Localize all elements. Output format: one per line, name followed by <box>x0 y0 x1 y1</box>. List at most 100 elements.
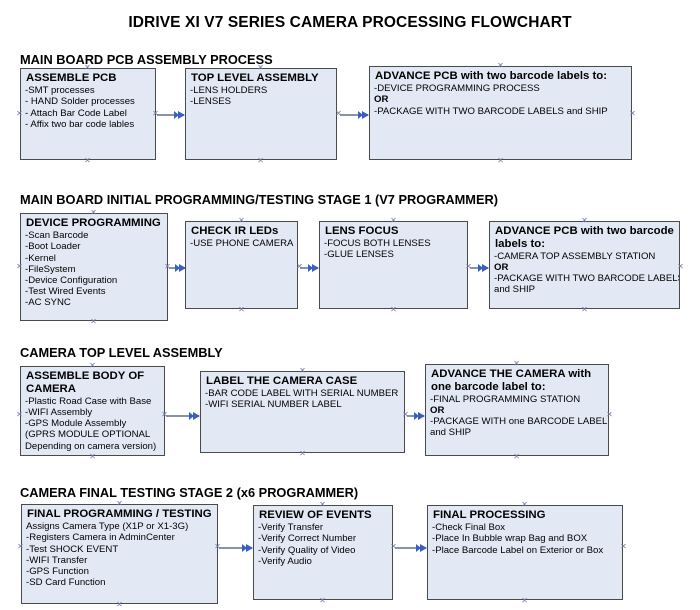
selection-handle-icon <box>257 157 264 164</box>
connector-assemble-body-to-label-camera-case <box>166 412 200 420</box>
node-lines: -CAMERA TOP ASSEMBLY STATION OR -PACKAGE… <box>494 250 679 296</box>
section-heading-camera-final-testing-stage-2: CAMERA FINAL TESTING STAGE 2 (x6 PROGRAM… <box>20 485 359 500</box>
selection-handle-icon <box>390 217 397 224</box>
node-title: ASSEMBLE BODY OF CAMERA <box>26 370 145 395</box>
node-title: REVIEW OF EVENTS <box>259 509 372 521</box>
selection-handle-icon <box>299 450 306 457</box>
node-line: -SMT processes <box>25 85 95 97</box>
node-line: -FINAL PROGRAMMING STATION <box>430 393 581 405</box>
node-line: OR <box>430 404 445 416</box>
selection-handle-icon <box>319 597 326 604</box>
node-line: -CAMERA TOP ASSEMBLY STATION <box>494 250 656 262</box>
selection-handle-icon <box>16 263 23 270</box>
connector-device-programming-to-check-ir-leds <box>169 264 186 272</box>
node-title: DEVICE PROGRAMMING <box>26 217 161 229</box>
node-review-of-events[interactable]: REVIEW OF EVENTS -Verify Transfer -Verif… <box>253 505 393 600</box>
selection-handle-icon <box>89 362 96 369</box>
selection-handle-icon <box>238 217 245 224</box>
page-title: IDRIVE XI V7 SERIES CAMERA PROCESSING FL… <box>128 14 572 31</box>
node-lines: -FINAL PROGRAMMING STATION OR -PACKAGE W… <box>430 393 607 439</box>
section-heading-main-board-pcb-assembly-process: MAIN BOARD PCB ASSEMBLY PROCESS <box>20 52 273 67</box>
selection-handle-icon <box>116 500 123 507</box>
node-lines: -Verify Transfer -Verify Correct Number … <box>258 522 388 567</box>
node-top-level-assembly[interactable]: TOP LEVEL ASSEMBLY -LENS HOLDERS -LENSES <box>185 68 337 160</box>
node-final-programming-testing[interactable]: FINAL PROGRAMMING / TESTING Assigns Came… <box>21 504 218 604</box>
selection-handle-icon <box>521 501 528 508</box>
node-device-programming[interactable]: DEVICE PROGRAMMING -Scan Barcode -Boot L… <box>20 213 168 321</box>
node-line: -GPS Function <box>26 565 89 577</box>
selection-handle-icon <box>629 110 636 117</box>
node-line: -FileSystem <box>25 263 76 275</box>
node-line: and SHIP <box>430 427 472 439</box>
node-line: OR <box>494 261 509 273</box>
selection-handle-icon <box>90 318 97 325</box>
node-label-the-camera-case[interactable]: LABEL THE CAMERA CASE -BAR CODE LABEL WI… <box>200 371 405 453</box>
node-line: -Place Barcode Label on Exterior or Box <box>432 544 604 556</box>
selection-handle-icon <box>677 263 684 270</box>
node-line: -WIFI Assembly <box>25 406 93 418</box>
node-line: -AC SYNC <box>25 297 71 309</box>
selection-handle-icon <box>17 543 24 550</box>
node-lines: -Scan Barcode -Boot Loader -Kernel -File… <box>25 230 163 308</box>
node-line: - Affix two bar code lables <box>25 118 135 130</box>
node-lens-focus[interactable]: LENS FOCUS -FOCUS BOTH LENSES -GLUE LENS… <box>319 221 468 309</box>
node-line: -Verify Quality of Video <box>258 544 356 556</box>
node-title: LENS FOCUS <box>325 225 399 237</box>
selection-handle-icon <box>257 64 264 71</box>
selection-handle-icon <box>161 411 168 418</box>
node-line: -DEVICE PROGRAMMING PROCESS <box>374 83 540 95</box>
selection-handle-icon <box>84 64 91 71</box>
selection-handle-icon <box>84 157 91 164</box>
selection-handle-icon <box>513 453 520 460</box>
selection-handle-icon <box>581 306 588 313</box>
node-line: -Verify Correct Number <box>258 533 357 545</box>
node-line: - HAND Solder processes <box>25 96 135 108</box>
node-title: ADVANCE PCB with two barcode labels to: <box>375 70 608 82</box>
node-line: - Attach Bar Code Label <box>25 107 127 119</box>
selection-handle-icon <box>16 411 23 418</box>
node-line: -LENS HOLDERS <box>190 85 268 97</box>
node-line: -LENSES <box>190 96 232 108</box>
node-line: -USE PHONE CAMERA <box>190 238 294 250</box>
selection-handle-icon <box>319 501 326 508</box>
node-line: -Verify Transfer <box>258 522 324 534</box>
node-line: Depending on camera version) <box>25 440 157 452</box>
node-title: LABEL THE CAMERA CASE <box>206 375 358 387</box>
node-assemble-pcb[interactable]: ASSEMBLE PCB -SMT processes - HAND Solde… <box>20 68 156 160</box>
node-lines: -FOCUS BOTH LENSES -GLUE LENSES <box>324 238 463 260</box>
node-check-ir-leds[interactable]: CHECK IR LEDs -USE PHONE CAMERA <box>185 221 298 309</box>
selection-handle-icon <box>335 110 342 117</box>
node-line: -BAR CODE LABEL WITH SERIAL NUMBER <box>205 388 399 400</box>
node-advance-pcb-two-barcode-labels[interactable]: ADVANCE PCB with two barcode labels to: … <box>369 66 632 160</box>
node-lines: Assigns Camera Type (X1P or X1-3G) -Regi… <box>26 521 213 588</box>
node-title: ADVANCE THE CAMERA with one barcode labe… <box>431 368 592 393</box>
node-line: (GPRS MODULE OPTIONAL <box>25 429 151 441</box>
selection-handle-icon <box>116 601 123 608</box>
section-heading-camera-top-level-assembly: CAMERA TOP LEVEL ASSEMBLY <box>20 345 223 360</box>
selection-handle-icon <box>214 543 221 550</box>
node-line: -Boot Loader <box>25 241 81 253</box>
node-lines: -SMT processes - HAND Solder processes -… <box>25 85 151 130</box>
connector-check-ir-leds-to-lens-focus <box>300 264 319 272</box>
connector-final-programming-to-review-of-events <box>219 544 253 552</box>
node-line: OR <box>374 94 389 106</box>
connector-lens-focus-to-advance-pcb-stage1 <box>470 264 489 272</box>
node-lines: -DEVICE PROGRAMMING PROCESS OR -PACKAGE … <box>374 83 627 117</box>
node-lines: -BAR CODE LABEL WITH SERIAL NUMBER -WIFI… <box>205 388 400 410</box>
selection-handle-icon <box>521 597 528 604</box>
node-final-processing[interactable]: FINAL PROCESSING -Check Final Box -Place… <box>427 505 623 600</box>
selection-handle-icon <box>465 263 472 270</box>
connector-label-camera-case-to-advance-camera <box>407 412 425 420</box>
node-advance-the-camera-one-barcode-label[interactable]: ADVANCE THE CAMERA with one barcode labe… <box>425 364 609 456</box>
node-advance-pcb-two-barcode-labels-stage1[interactable]: ADVANCE PCB with two barcode labels to: … <box>489 221 680 309</box>
node-assemble-body-of-camera[interactable]: ASSEMBLE BODY OF CAMERA -Plastic Road Ca… <box>20 366 165 456</box>
section-heading-main-board-initial-programming-testing-stage-1: MAIN BOARD INITIAL PROGRAMMING/TESTING S… <box>20 192 498 207</box>
selection-handle-icon <box>164 263 171 270</box>
node-line: -FOCUS BOTH LENSES <box>324 238 431 250</box>
node-line: -GPS Module Assembly <box>25 418 127 430</box>
node-title: FINAL PROCESSING <box>433 509 546 521</box>
selection-handle-icon <box>299 367 306 374</box>
node-line: and SHIP <box>494 284 536 296</box>
selection-handle-icon <box>238 306 245 313</box>
